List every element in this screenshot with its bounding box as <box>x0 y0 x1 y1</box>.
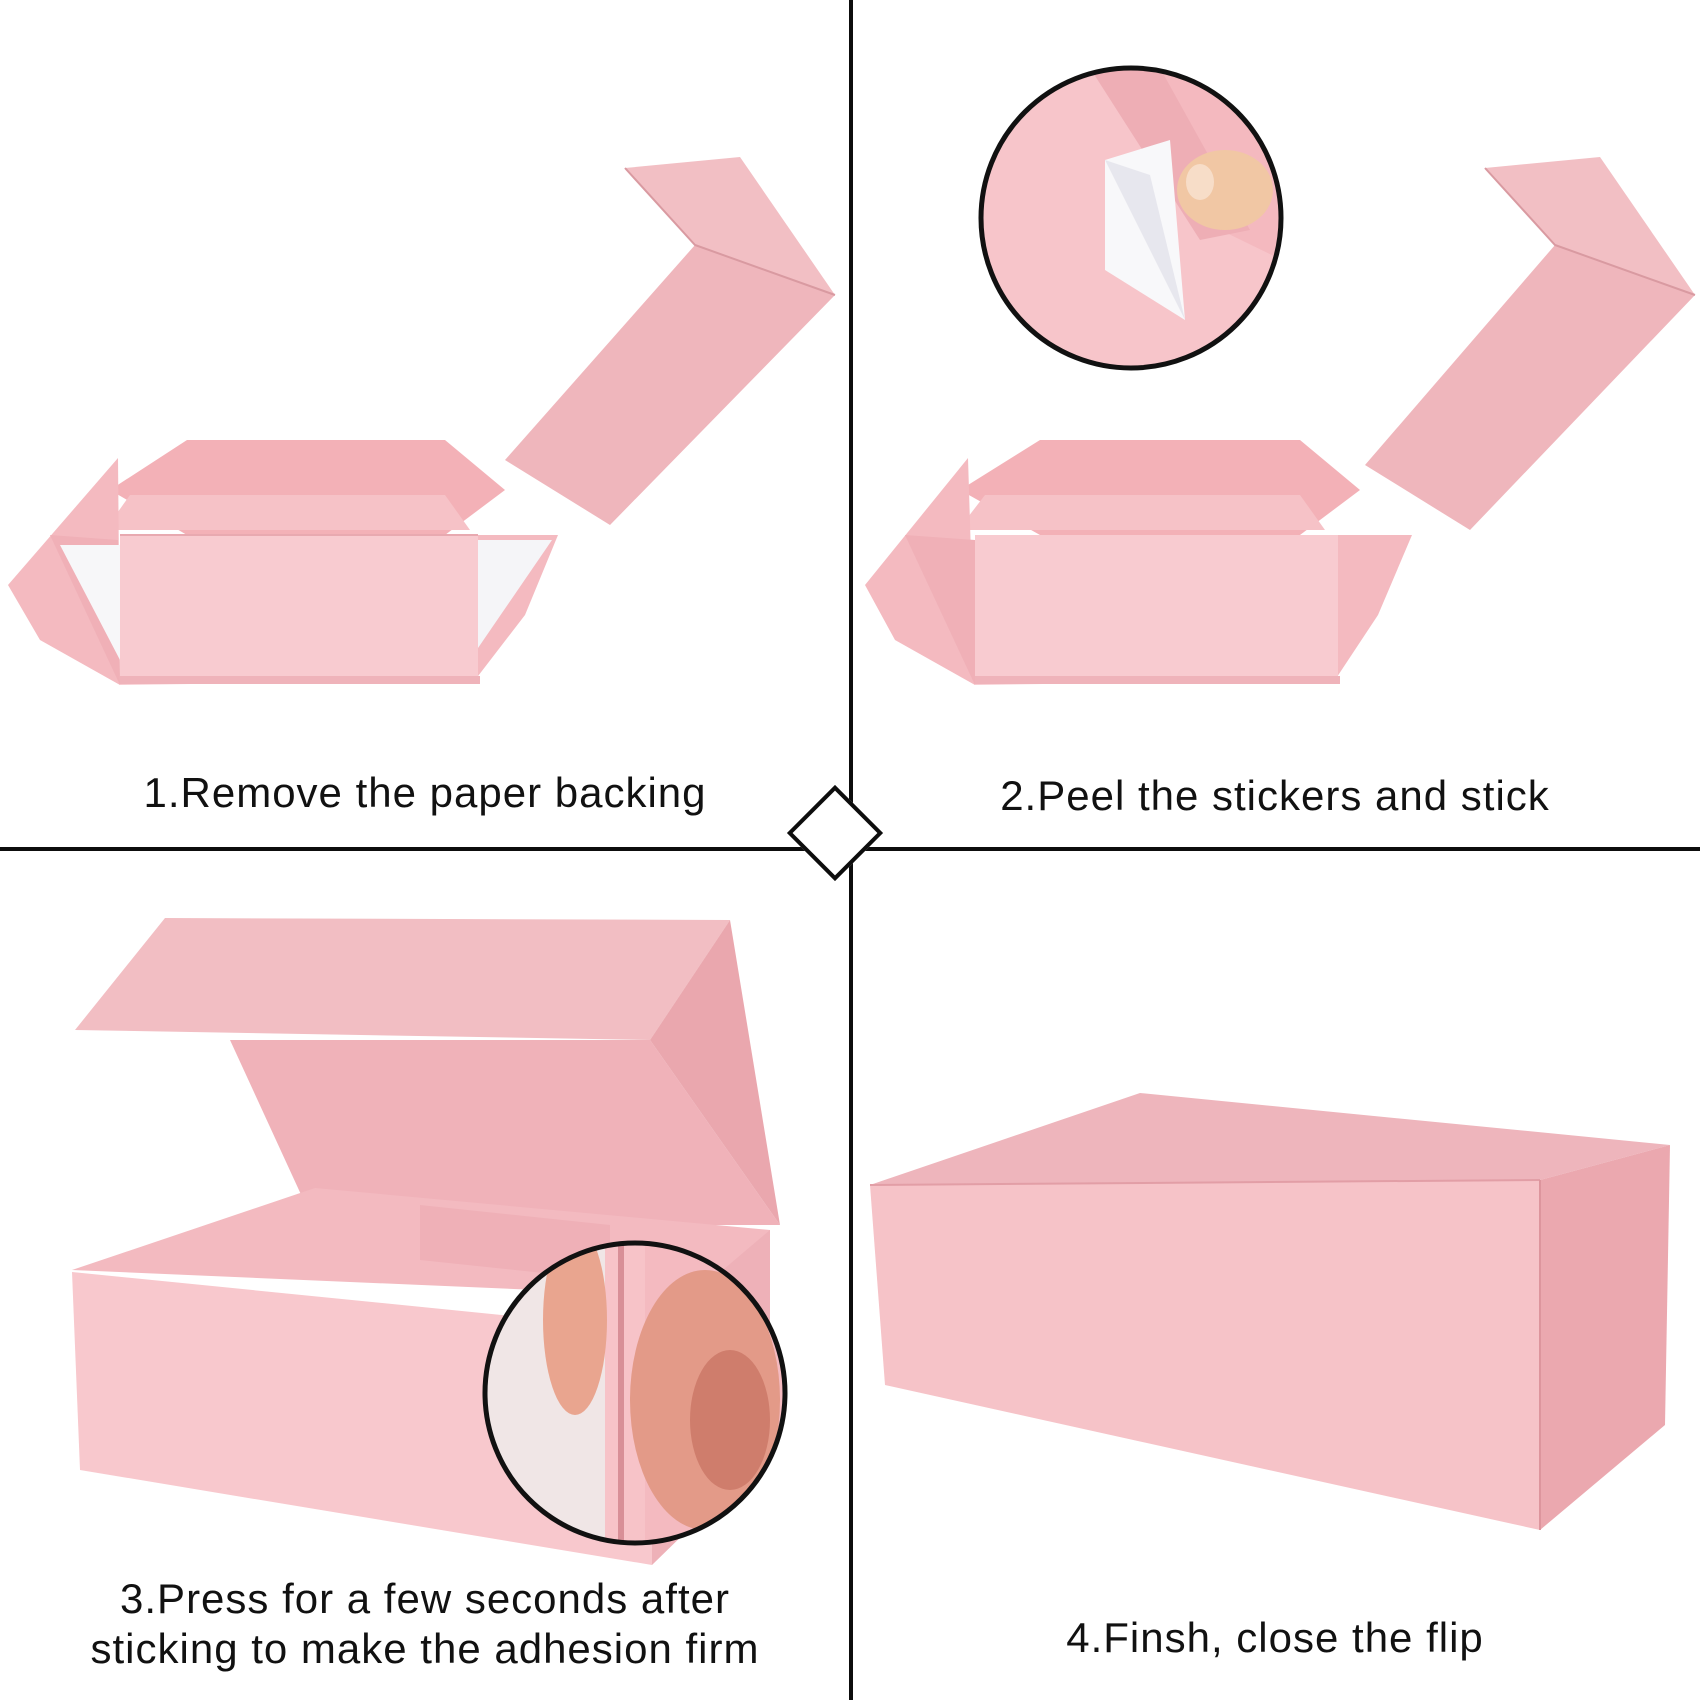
step3-caption-line-2: sticking to make the adhesion firm <box>90 1625 760 1672</box>
finger-press-left <box>543 1243 607 1415</box>
step4-box-side <box>1540 1145 1670 1530</box>
step2-caption: 2.Peel the stickers and stick <box>890 771 1660 821</box>
step2-open-box-illustration <box>865 157 1696 685</box>
step1-lid-panel <box>505 245 835 525</box>
step1-open-box-illustration <box>8 157 836 685</box>
step3-lid-inner <box>230 1040 780 1225</box>
step1-front-wall <box>120 535 478 685</box>
step2-magnifier-circle <box>978 65 1284 371</box>
step1-lid-top <box>625 157 835 295</box>
step1-caption: 1.Remove the paper backing <box>40 768 810 818</box>
step4-caption-line: 4.Finsh, close the flip <box>1066 1614 1484 1661</box>
step3-caption: 3.Press for a few seconds after sticking… <box>20 1574 830 1674</box>
step1-caption-line: 1.Remove the paper backing <box>143 769 707 816</box>
step4-caption: 4.Finsh, close the flip <box>890 1613 1660 1663</box>
step3-caption-line-1: 3.Press for a few seconds after <box>120 1575 730 1622</box>
step2-caption-line: 2.Peel the stickers and stick <box>1000 772 1550 819</box>
step4-box-front <box>870 1180 1540 1530</box>
step4-closed-box-illustration <box>869 1093 1670 1530</box>
step1-left-sticker <box>60 545 120 660</box>
step4-box-top <box>870 1093 1670 1185</box>
step1-right-sticker <box>478 540 552 648</box>
step1-left-flap <box>8 458 120 685</box>
step3-lid-top <box>75 918 730 1040</box>
step3-magnifier-circle <box>482 1240 788 1546</box>
